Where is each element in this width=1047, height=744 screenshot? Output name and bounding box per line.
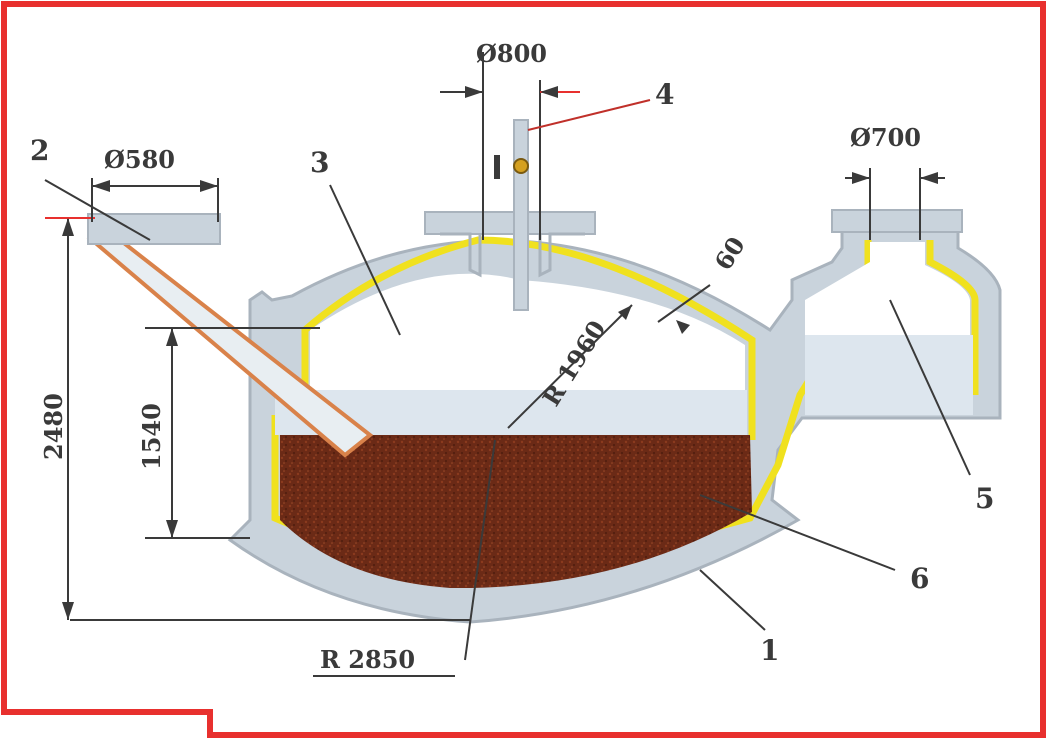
- outlet-chamber-space: [805, 242, 970, 335]
- dim-dome-neck-diameter: Ø800: [476, 39, 547, 68]
- gas-holder-space: [310, 273, 745, 390]
- dim-wall-thickness: 60: [708, 231, 750, 275]
- dimension-arrows: [62, 86, 938, 620]
- part-label-2: 2: [30, 134, 49, 167]
- dim-total-height: 2480: [39, 393, 68, 460]
- gas-valve: [513, 158, 529, 174]
- dim-bottom-radius: R 2850: [320, 645, 415, 674]
- part-label-1: 1: [760, 634, 779, 667]
- dim-inlet-diameter: Ø580: [104, 145, 175, 174]
- dome-neck: [440, 232, 585, 278]
- inlet-hopper: [87, 213, 221, 245]
- slurry-fill: [280, 435, 752, 589]
- dome-cap: [424, 211, 596, 235]
- part-label-5: 5: [975, 482, 994, 515]
- outlet-liquid-band: [805, 335, 973, 415]
- valve-handle: [494, 155, 500, 179]
- gas-pipe: [513, 119, 529, 311]
- dim-outlet-neck-diameter: Ø700: [850, 123, 921, 152]
- part-label-3: 3: [310, 146, 329, 179]
- leader-lines: [44, 99, 971, 631]
- part-label-6: 6: [910, 562, 929, 595]
- outlet-cap: [831, 209, 963, 233]
- dimension-lines: [45, 52, 945, 677]
- dim-liquid-height: 1540: [137, 403, 166, 470]
- part-label-4: 4: [655, 78, 674, 111]
